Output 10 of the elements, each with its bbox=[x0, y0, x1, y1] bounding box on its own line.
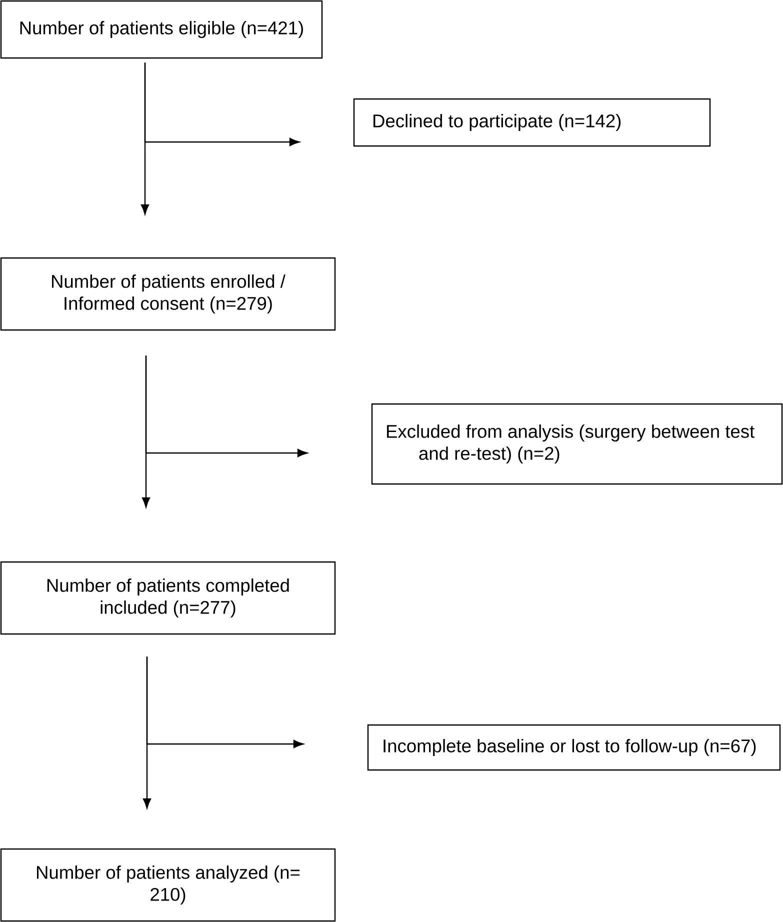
arrow bbox=[144, 62, 300, 146]
arrow bbox=[146, 656, 304, 748]
exclusion-box: Excluded from analysis (surgery between test and re-test) (n=2) bbox=[371, 403, 783, 485]
exclusion-box: Declined to participate (n=142) bbox=[353, 98, 711, 147]
step-box: Number of patients enrolled / Informed consent (n=279) bbox=[0, 257, 336, 331]
arrow bbox=[145, 356, 308, 458]
exclusion-box: Incomplete baseline or lost to follow-up (n=67) bbox=[367, 724, 781, 771]
step-box: Number of patients eligible (n=421) bbox=[0, 0, 323, 59]
step-box: Number of patients analyzed (n= 210) bbox=[0, 848, 336, 922]
step-box: Number of patients completed included (n=277) bbox=[0, 561, 336, 635]
